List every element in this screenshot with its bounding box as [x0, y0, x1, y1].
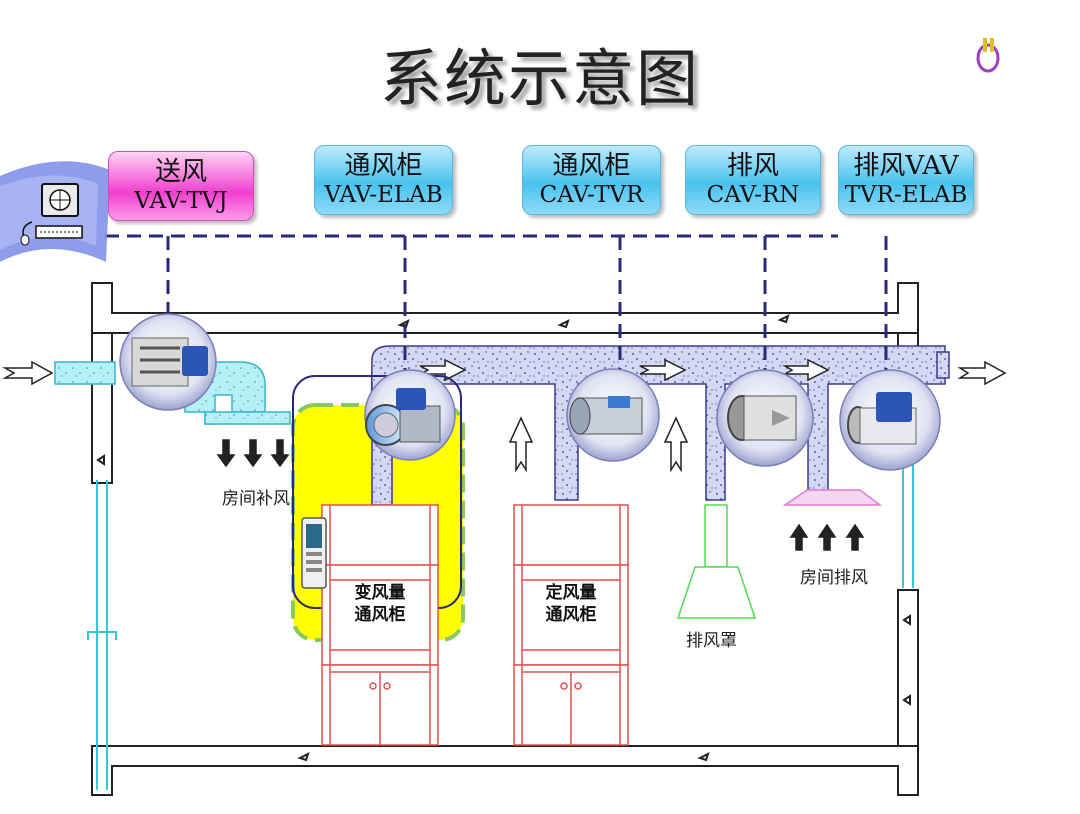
label-line2: TVR-ELAB — [844, 182, 968, 208]
label-supply-vav-tvj: 送风 VAV-TVJ — [108, 151, 254, 221]
keyboard-icon — [35, 225, 83, 239]
vav-hood-line1: 变风量 — [354, 583, 406, 603]
label-hood-cav-tvr: 通风柜 CAV-TVR — [522, 145, 661, 215]
device-cav-rn — [716, 369, 814, 467]
label-exhaust-cav-rn: 排风 CAV-RN — [685, 145, 821, 215]
label-line1: 通风柜 — [344, 151, 423, 181]
cav-fume-hood — [513, 504, 629, 746]
vav-hood-line2: 通风柜 — [354, 605, 406, 625]
vav-fume-hood — [321, 504, 439, 746]
building-structure — [91, 282, 919, 796]
cav-hood-line2: 通风柜 — [545, 605, 597, 625]
page-title: 系统示意图 — [379, 42, 700, 115]
monitor-icon — [41, 183, 79, 217]
label-line1: 排风VAV — [853, 151, 959, 181]
label-line1: 排风 — [726, 151, 779, 181]
computer-icon — [0, 161, 110, 262]
device-tvr-elab — [839, 369, 941, 471]
pointer-icon — [976, 38, 1000, 73]
mouse-icon — [20, 221, 33, 246]
cav-hood-line1: 定风量 — [545, 583, 597, 603]
label-line2: CAV-RN — [706, 182, 800, 208]
label-line2: VAV-TVJ — [134, 188, 228, 214]
hood-controller-panel — [301, 517, 327, 589]
room-supply-label: 房间补风 — [222, 489, 290, 509]
label-exhaust-tvr-elab: 排风VAV TVR-ELAB — [838, 145, 974, 215]
label-line2: CAV-TVR — [539, 182, 644, 208]
device-vav-elab — [364, 369, 456, 461]
device-supply-terminal — [119, 313, 217, 411]
cav-hood-label: 定风量 通风柜 — [522, 582, 620, 626]
label-line1: 通风柜 — [552, 151, 631, 181]
label-hood-vav-elab: 通风柜 VAV-ELAB — [314, 145, 453, 215]
exhaust-hood-label: 排风罩 — [686, 631, 737, 651]
label-line2: VAV-ELAB — [324, 182, 443, 208]
room-exhaust-grille — [782, 489, 883, 506]
left-riser-pipes — [87, 480, 117, 790]
vav-hood-label: 变风量 通风柜 — [330, 582, 430, 626]
exhaust-canopy-hood — [676, 504, 757, 619]
label-line1: 送风 — [154, 157, 207, 187]
device-cav-tvr — [566, 368, 660, 462]
room-exhaust-label: 房间排风 — [800, 568, 868, 588]
